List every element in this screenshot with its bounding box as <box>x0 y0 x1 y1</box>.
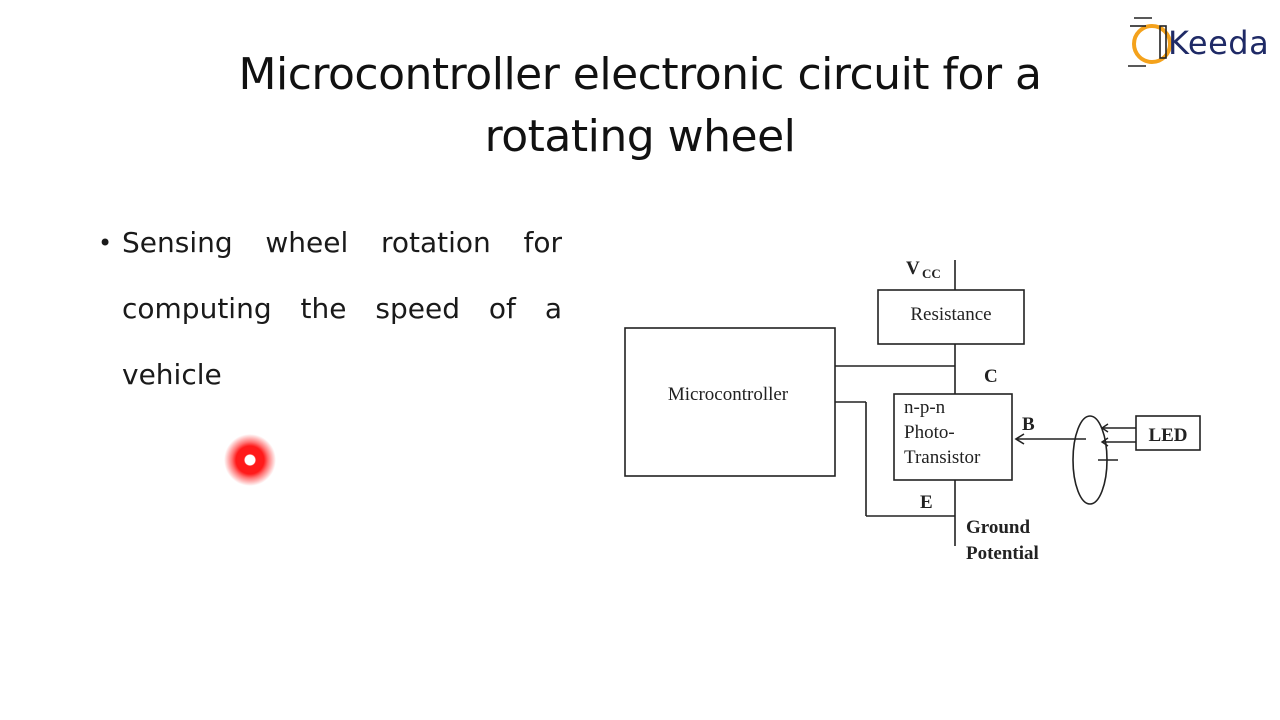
transistor-line-3: Transistor <box>904 447 981 468</box>
bullet-point: • Sensing wheel rotation for computing t… <box>98 210 568 408</box>
led-label: LED <box>1148 425 1187 446</box>
title-line-2: rotating wheel <box>484 111 796 162</box>
base-arrow-icon <box>1014 433 1025 445</box>
base-label: B <box>1022 414 1035 435</box>
led-ray-arrow-2-icon <box>1100 437 1109 447</box>
microcontroller-label: Microcontroller <box>668 384 789 405</box>
vcc-subscript: CC <box>922 266 941 281</box>
slide-title: Microcontroller electronic circuit for a… <box>140 44 1140 168</box>
ground-line-1: Ground <box>966 517 1031 538</box>
phototransistor-box <box>893 393 1013 481</box>
ground-line-2: Potential <box>966 543 1039 564</box>
laser-pointer-icon <box>224 434 276 486</box>
resistance-label: Resistance <box>910 304 991 325</box>
led-ray-arrow-1-icon <box>1100 423 1109 433</box>
vcc-label: V <box>906 258 920 279</box>
led-box <box>1135 415 1201 451</box>
resistance-box <box>877 289 1025 345</box>
title-line-1: Microcontroller electronic circuit for a <box>238 49 1042 100</box>
emitter-label: E <box>920 492 933 513</box>
circuit-diagram: V CC Resistance Microcontroller C n-p-n … <box>624 258 1201 564</box>
bullet-text: Sensing wheel rotation for computing the… <box>122 226 562 391</box>
logo-text: Keeda <box>1168 24 1270 62</box>
bullet-symbol: • <box>98 229 113 257</box>
ekeeda-logo: Keeda <box>1122 6 1272 80</box>
transistor-line-1: n-p-n <box>904 397 946 418</box>
collector-label: C <box>984 366 998 387</box>
transistor-line-2: Photo- <box>904 422 955 443</box>
logo-emblem-icon <box>1128 17 1172 67</box>
